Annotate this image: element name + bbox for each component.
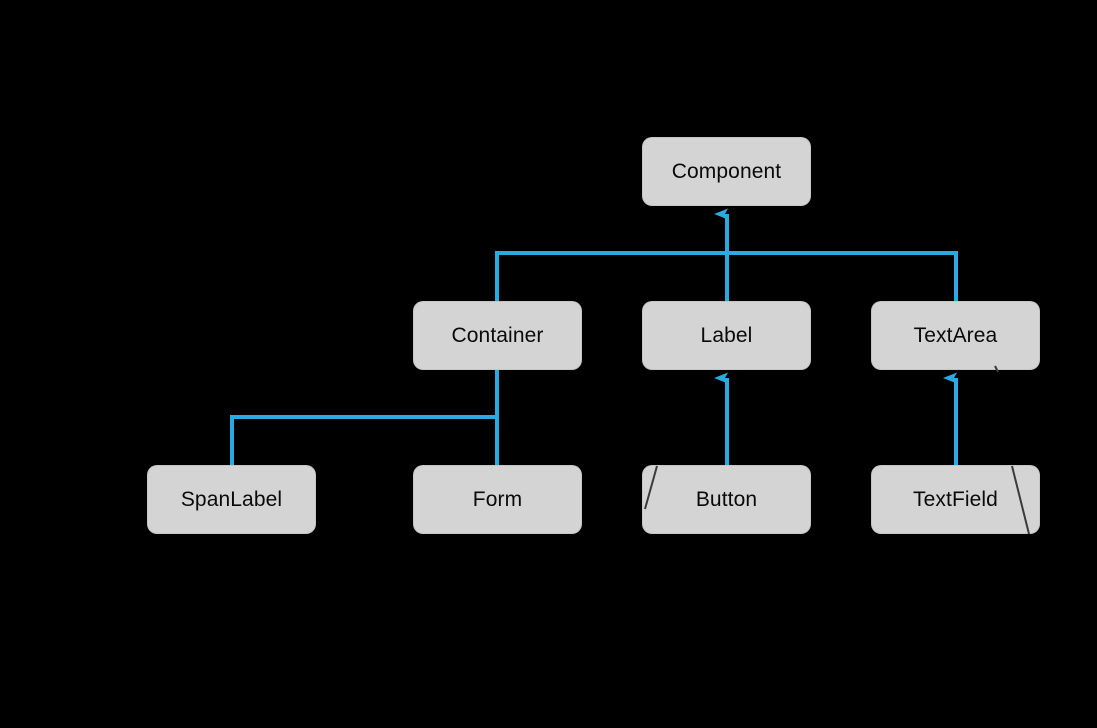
node-textarea-label: TextArea xyxy=(913,324,998,347)
node-component-label: Component xyxy=(671,160,782,183)
node-container[interactable]: Container xyxy=(414,302,581,369)
node-label-label: Label xyxy=(700,324,753,347)
node-label[interactable]: Label xyxy=(643,302,810,369)
node-form-label: Form xyxy=(472,488,523,511)
node-textfield[interactable]: TextField xyxy=(872,466,1039,533)
edge-container-component xyxy=(495,251,727,302)
node-spanlabel[interactable]: SpanLabel xyxy=(148,466,315,533)
node-spanlabel-label: SpanLabel xyxy=(180,488,283,511)
node-textfield-label: TextField xyxy=(913,488,998,511)
node-button-label: Button xyxy=(695,488,758,511)
node-component[interactable]: Component xyxy=(643,138,810,205)
edge-spanlabel-container xyxy=(230,415,497,466)
node-textarea[interactable]: TextArea xyxy=(872,302,1039,369)
node-container-label: Container xyxy=(451,324,544,347)
node-form[interactable]: Form xyxy=(414,466,581,533)
node-button[interactable]: Button xyxy=(643,466,810,533)
edge-textarea-component xyxy=(727,251,958,302)
